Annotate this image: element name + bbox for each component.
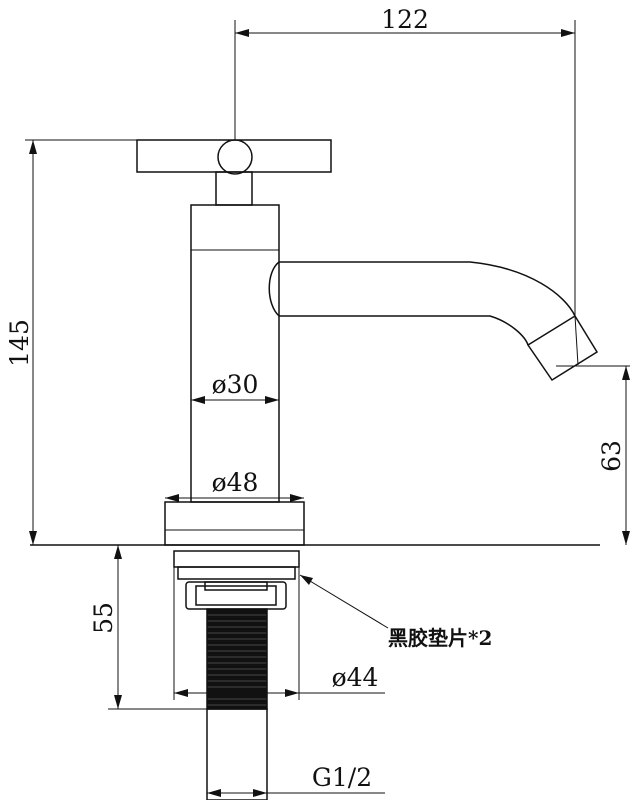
dim-below-deck: 55 — [89, 545, 207, 710]
dim-height-total-label: 145 — [5, 319, 34, 367]
washer-callout-label: 黑胶垫片*2 — [388, 626, 492, 650]
dim-washer-diameter: ø44 — [173, 567, 385, 700]
dim-washer-diameter-label: ø44 — [332, 663, 379, 692]
cross-handle — [136, 139, 332, 206]
dim-below-deck-label: 55 — [89, 602, 118, 634]
supply-pipe — [206, 708, 268, 800]
dim-base-diameter-label: ø48 — [212, 468, 259, 497]
washer-callout: 黑胶垫片*2 — [299, 574, 492, 650]
faucet-body — [190, 204, 280, 503]
dim-width-total: 122 — [234, 5, 576, 316]
base-flange — [164, 501, 305, 546]
dim-spout-height-label: 63 — [597, 440, 626, 472]
dim-thread-label: G1/2 — [312, 763, 372, 792]
spout — [268, 261, 599, 382]
dim-body-diameter-label: ø30 — [212, 370, 259, 399]
dim-base-diameter: ø48 — [165, 468, 304, 502]
mounting-assembly — [173, 550, 300, 800]
threaded-shank — [206, 608, 268, 710]
dim-height-total: 145 — [5, 139, 137, 545]
dim-spout-height: 63 — [556, 365, 630, 545]
dim-body-diameter: ø30 — [191, 370, 279, 404]
dim-thread: G1/2 — [207, 763, 385, 797]
dim-width-total-label: 122 — [381, 5, 429, 34]
